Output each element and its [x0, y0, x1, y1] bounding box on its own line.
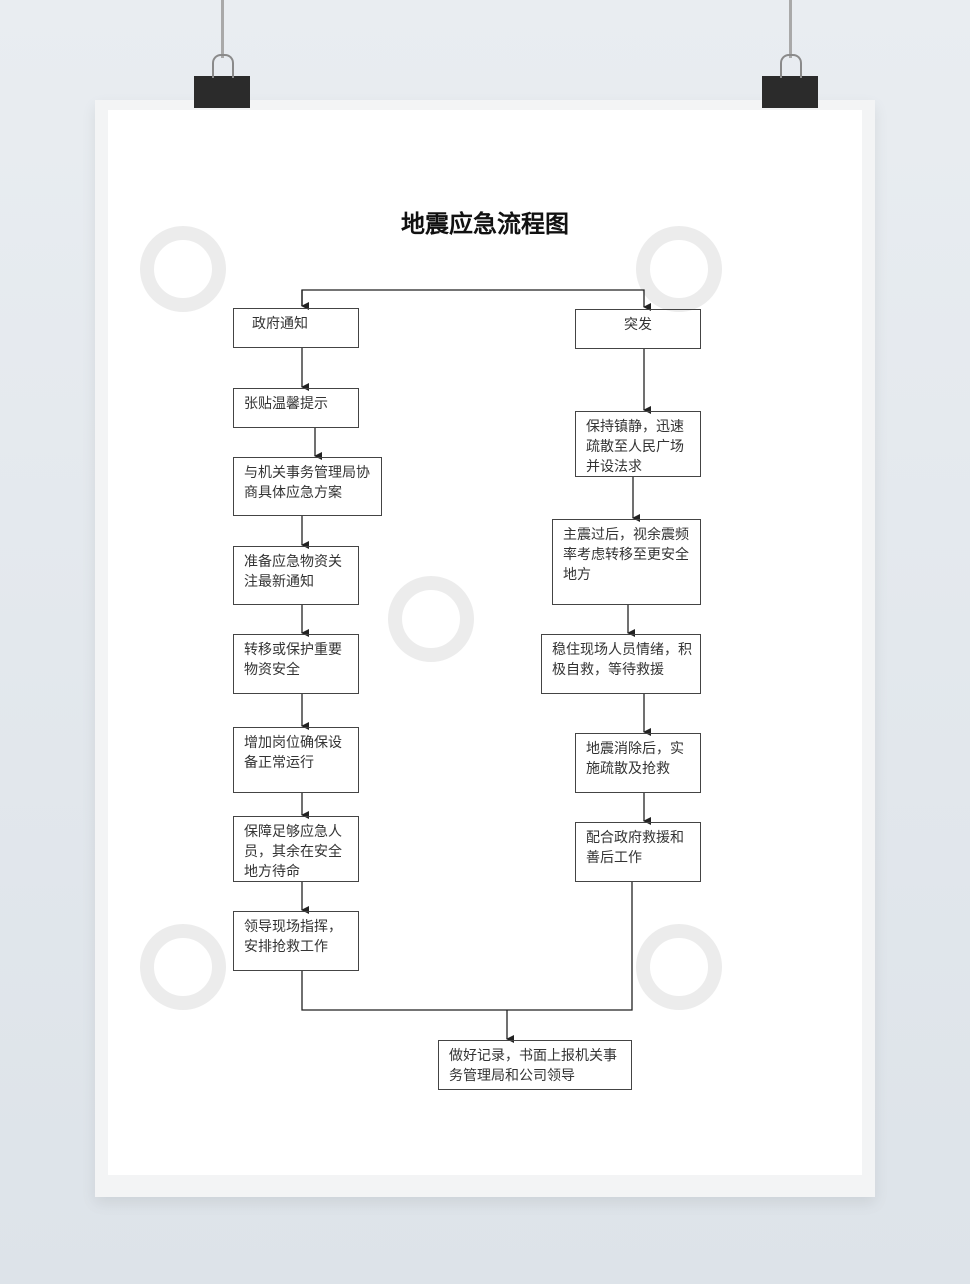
step-post-notice: 张贴温馨提示 — [233, 388, 359, 428]
step-add-posts: 增加岗位确保设备正常运行 — [233, 727, 359, 793]
step-government-notice: 政府通知 — [233, 308, 359, 348]
step-stay-calm: 保持镇静，迅速疏散至人民广场并设法求 — [575, 411, 701, 477]
hanging-string-left — [221, 0, 224, 58]
step-protect-materials: 转移或保护重要物资安全 — [233, 634, 359, 694]
step-after-main-shock: 主震过后，视余震频率考虑转移至更安全地方 — [552, 519, 701, 605]
binder-clip-right — [762, 54, 818, 108]
connector-merge — [301, 882, 633, 1011]
page-title: 地震应急流程图 — [401, 210, 569, 238]
step-record-report: 做好记录，书面上报机关事务管理局和公司领导 — [438, 1040, 632, 1090]
step-leader-command: 领导现场指挥，安排抢救工作 — [233, 911, 359, 971]
step-evacuate-rescue: 地震消除后，实施疏散及抢救 — [575, 733, 701, 793]
step-prepare-supplies: 准备应急物资关注最新通知 — [233, 546, 359, 605]
step-stabilize-people: 稳住现场人员情绪，积极自救，等待救援 — [541, 634, 701, 694]
step-cooperate-government: 配合政府救援和善后工作 — [575, 822, 701, 882]
binder-clip-left — [194, 54, 250, 108]
hanging-string-right — [789, 0, 792, 58]
step-sudden: 突发 — [575, 309, 701, 349]
step-emergency-staff: 保障足够应急人员，其余在安全地方待命 — [233, 816, 359, 882]
connector-top-split — [301, 289, 651, 311]
step-consult-plan: 与机关事务管理局协商具体应急方案 — [233, 457, 382, 516]
